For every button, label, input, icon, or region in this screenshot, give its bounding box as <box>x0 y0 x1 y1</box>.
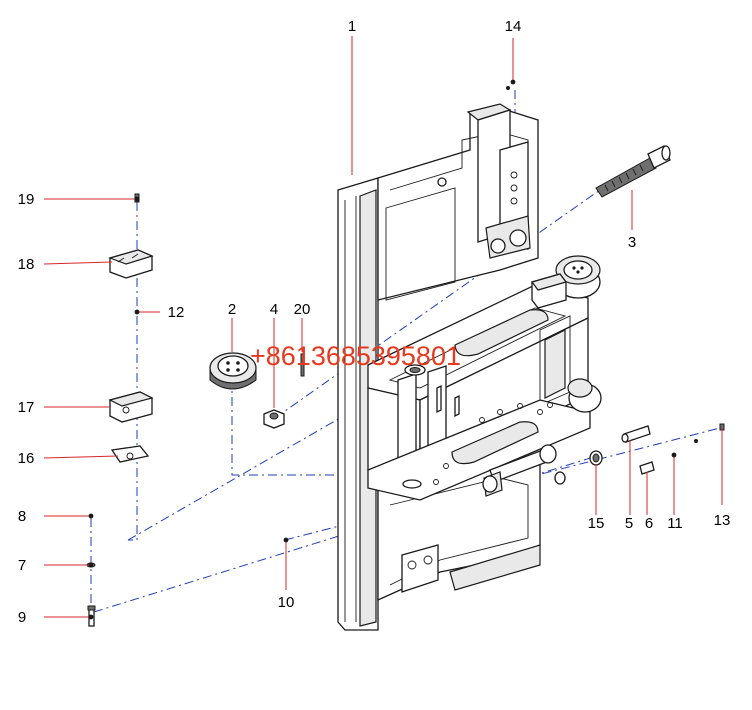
wheel-part <box>209 352 257 390</box>
carriage-rollers <box>530 255 602 413</box>
fasteners <box>86 193 725 627</box>
callout-8: 8 <box>18 508 26 525</box>
callout-labels: 1 14 3 2 4 20 19 18 12 17 16 8 7 9 10 15… <box>18 18 731 626</box>
carriage-plate <box>367 284 591 501</box>
nut-part <box>263 409 285 429</box>
callout-6: 6 <box>645 515 653 532</box>
callout-16: 16 <box>18 450 35 467</box>
callout-11: 11 <box>667 515 683 532</box>
block-18-part <box>108 249 154 279</box>
long-bolt-part <box>595 145 671 198</box>
callout-12: 12 <box>168 304 185 321</box>
callout-17: 17 <box>18 399 35 416</box>
callout-7: 7 <box>18 557 26 574</box>
callout-19: 19 <box>18 191 35 208</box>
lower-shaft-assembly <box>482 444 557 497</box>
callout-14: 14 <box>505 18 522 35</box>
block-17-part <box>108 391 154 423</box>
callout-18: 18 <box>18 256 35 273</box>
callout-3: 3 <box>628 234 636 251</box>
callout-2: 2 <box>228 301 236 318</box>
leader-dots <box>88 79 698 620</box>
callout-20: 20 <box>294 301 311 318</box>
callout-9: 9 <box>18 609 26 626</box>
callout-10: 10 <box>278 594 295 611</box>
leader-lines <box>43 36 723 618</box>
callout-13: 13 <box>714 512 731 529</box>
callout-1: 1 <box>348 18 356 35</box>
callout-4: 4 <box>270 301 278 318</box>
callout-5: 5 <box>625 515 633 532</box>
phone-watermark: +8613685395801 <box>250 341 461 371</box>
pin-part <box>300 353 305 377</box>
plate-16-part <box>110 445 150 463</box>
callout-15: 15 <box>588 515 605 532</box>
main-frame-part <box>337 103 541 631</box>
